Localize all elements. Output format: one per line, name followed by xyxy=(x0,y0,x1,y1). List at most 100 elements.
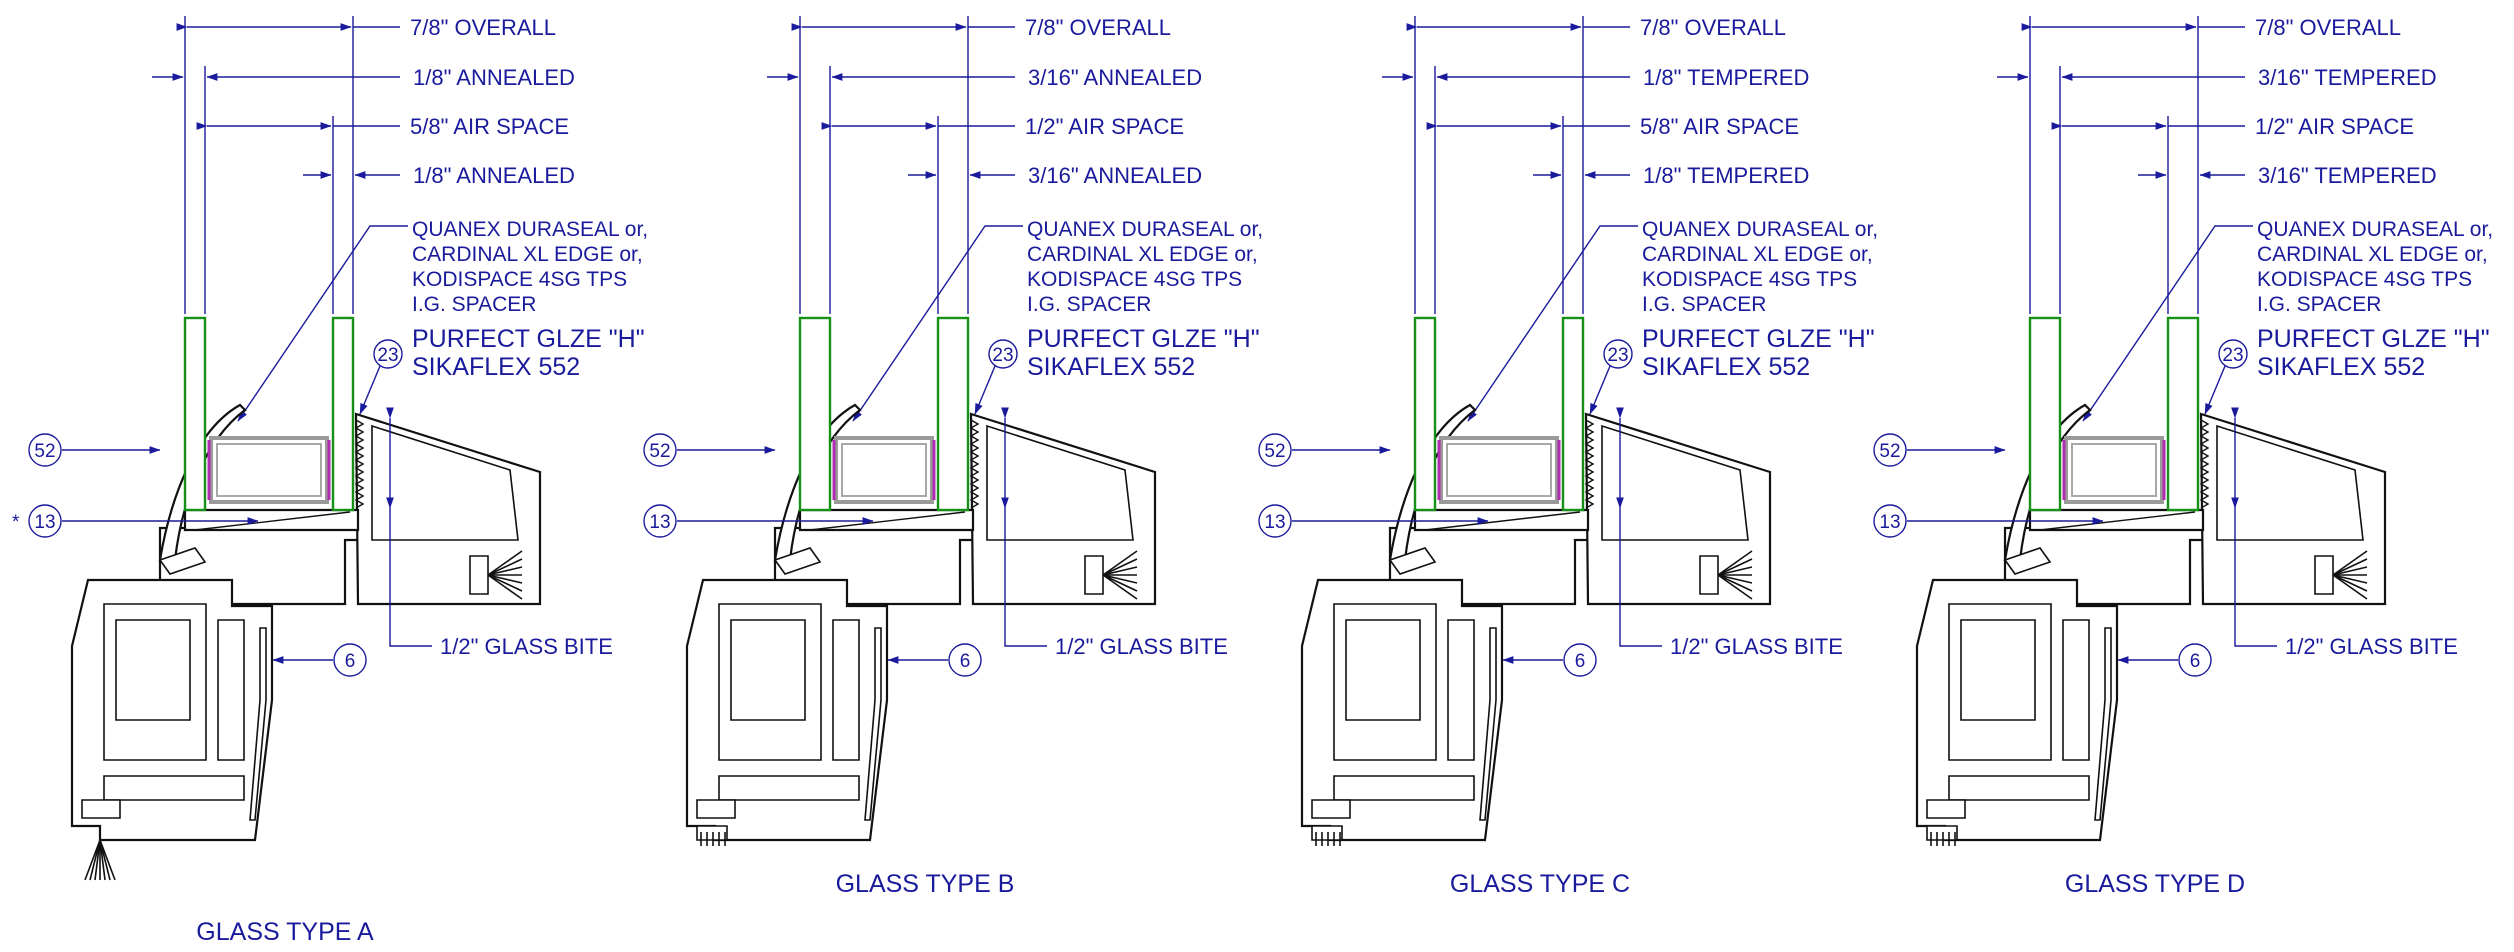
callout-bubble xyxy=(1603,339,1633,369)
inner-glass-lite xyxy=(936,316,970,512)
weatherstrip-clip xyxy=(1699,555,1719,595)
spacer-note-line: QUANEX DURASEAL or, xyxy=(1027,218,1263,241)
detail-title: GLASS TYPE C xyxy=(1450,870,1630,898)
weatherstrip-brush xyxy=(487,574,523,600)
lite1-dimension-label: 1/8" ANNEALED xyxy=(413,65,575,90)
weatherstrip-brush xyxy=(1717,566,1753,576)
glass-bite-label: 1/2" GLASS BITE xyxy=(2285,634,2458,659)
sealant-note-line: SIKAFLEX 552 xyxy=(412,353,580,381)
glass-bite-leader xyxy=(1619,508,1662,647)
frame-outer-leg xyxy=(864,627,882,821)
callout-52: 52 xyxy=(1879,441,1900,462)
inner-glass-lite xyxy=(2166,316,2200,512)
weatherstrip-brush xyxy=(1717,550,1753,576)
detail-title: GLASS TYPE A xyxy=(196,918,374,946)
spacer-note-line: CARDINAL XL EDGE or, xyxy=(1027,243,1258,266)
air-space-dimension-label: 1/2" AIR SPACE xyxy=(1025,114,1184,139)
sealant-bead xyxy=(1584,419,1595,509)
spacer-note-line: CARDINAL XL EDGE or, xyxy=(2257,243,2488,266)
callout-bubble xyxy=(373,339,403,369)
lite1-dimension-label: 3/16" TEMPERED xyxy=(2258,65,2437,90)
detail-title: GLASS TYPE D xyxy=(2065,870,2245,898)
sealant-leader xyxy=(1589,365,1611,415)
spacer-note-line: QUANEX DURASEAL or, xyxy=(2257,218,2493,241)
spacer-note-leader xyxy=(2082,225,2253,422)
frame-chamber-inner xyxy=(115,619,191,721)
sealant-note-line: SIKAFLEX 552 xyxy=(1027,353,1195,381)
glass-type-b-detail: 7/8" OVERALL 3/16" ANNEALED 1/2" AIR SPACE… xyxy=(643,15,1263,898)
overall-dimension-label: 7/8" OVERALL xyxy=(2255,15,2401,40)
glazing-bead-foot xyxy=(2003,547,2052,575)
glazing-bead-foot xyxy=(1388,547,1437,575)
spacer-note-line: I.G. SPACER xyxy=(412,293,536,316)
outer-glass-lite xyxy=(183,316,207,512)
callout-bubble xyxy=(948,643,982,677)
asterisk-mark: * xyxy=(12,512,20,533)
overall-dimension-label: 7/8" OVERALL xyxy=(1025,15,1171,40)
spacer-note-leader xyxy=(237,225,408,422)
frame-bottom-chamber xyxy=(1948,775,2090,801)
ig-spacer xyxy=(209,436,329,504)
sash-glazing-pocket xyxy=(798,508,975,532)
callout-52: 52 xyxy=(34,441,55,462)
inner-glass-lite xyxy=(331,316,355,512)
sash-glazing-pocket xyxy=(2028,508,2205,532)
callout-bubble xyxy=(28,504,62,538)
callout-bubble xyxy=(643,433,677,467)
callout-6: 6 xyxy=(345,651,356,672)
weatherstrip-brush xyxy=(487,574,523,584)
weatherstrip-brush xyxy=(2332,550,2368,576)
frame-foot-chamber xyxy=(1926,799,1966,819)
weatherstrip-brush xyxy=(487,550,523,576)
callout-52: 52 xyxy=(649,441,670,462)
outer-glass-lite xyxy=(1413,316,1437,512)
sealant-note-line: PURFECT GLZE "H" xyxy=(412,325,645,353)
frame-chamber-inner xyxy=(1345,619,1421,721)
frame-outer-leg xyxy=(1479,627,1497,821)
sill-brush xyxy=(89,839,101,881)
callout-bubble xyxy=(1563,643,1597,677)
lite2-dimension-label: 1/8" ANNEALED xyxy=(413,163,575,188)
lite1-dimension-label: 3/16" ANNEALED xyxy=(1028,65,1202,90)
frame-foot-chamber xyxy=(1311,799,1351,819)
callout-bubble xyxy=(1258,433,1292,467)
callout-bubble xyxy=(988,339,1018,369)
sealant-leader xyxy=(359,365,381,415)
frame-web-chamber xyxy=(1447,619,1475,761)
weatherstrip-brush xyxy=(1102,574,1138,592)
glass-bite-leader xyxy=(389,508,432,647)
interior-stop-chamber xyxy=(2216,424,2364,541)
glass-bite-label: 1/2" GLASS BITE xyxy=(440,634,613,659)
frame-bottom-chamber xyxy=(718,775,860,801)
frame-chamber-inner xyxy=(730,619,806,721)
interior-stop-chamber xyxy=(1601,424,1749,541)
setting-block-line xyxy=(194,511,351,531)
weatherstrip-brush xyxy=(1717,574,1753,592)
callout-23: 23 xyxy=(992,345,1013,366)
frame-bottom-chamber xyxy=(103,775,245,801)
weatherstrip-brush xyxy=(1102,566,1138,576)
callout-bubble xyxy=(1258,504,1292,538)
outer-glass-lite xyxy=(2028,316,2062,512)
callout-23: 23 xyxy=(377,345,398,366)
weatherstrip-brush xyxy=(1717,574,1753,584)
weatherstrip-brush xyxy=(487,558,523,576)
frame-chamber-inner xyxy=(1960,619,2036,721)
inner-glass-lite xyxy=(1561,316,1585,512)
weatherstrip-brush xyxy=(1717,558,1753,576)
ig-spacer-inner xyxy=(1446,443,1552,497)
glass-bite-leader xyxy=(1004,508,1047,647)
glazing-bead-foot xyxy=(158,547,207,575)
spacer-note-line: KODISPACE 4SG TPS xyxy=(2257,268,2472,291)
lite2-dimension-label: 3/16" TEMPERED xyxy=(2258,163,2437,188)
lite2-dimension-label: 1/8" TEMPERED xyxy=(1643,163,1809,188)
glass-bite-label: 1/2" GLASS BITE xyxy=(1670,634,1843,659)
weatherstrip-clip xyxy=(2314,555,2334,595)
air-space-dimension-label: 5/8" AIR SPACE xyxy=(410,114,569,139)
weatherstrip-clip xyxy=(1084,555,1104,595)
setting-block-line xyxy=(2039,511,2196,531)
sealant-leader xyxy=(974,365,996,415)
spacer-note-line: KODISPACE 4SG TPS xyxy=(412,268,627,291)
